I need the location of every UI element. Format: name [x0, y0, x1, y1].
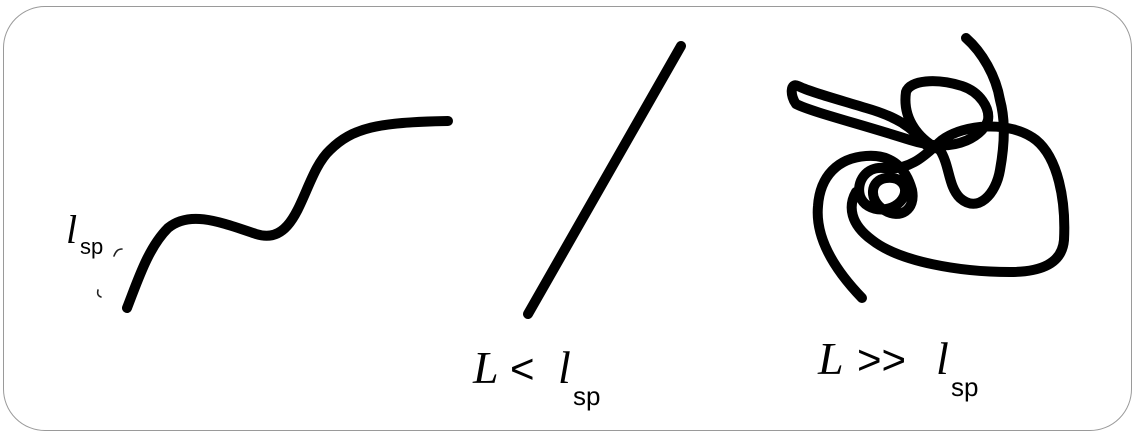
- lsp-subscript: sp: [80, 234, 103, 259]
- left-panel: l sp: [66, 116, 453, 313]
- caption-sp-subscript: sp: [951, 372, 978, 402]
- bracket-mark-bottom: [96, 289, 102, 298]
- caption-L: L: [817, 333, 844, 384]
- caption-sp-subscript: sp: [573, 381, 600, 411]
- lsp-symbol: l: [66, 207, 77, 252]
- bracket-mark-top: [113, 248, 123, 257]
- caption-l-symbol: l: [558, 342, 571, 393]
- caption-l-symbol: l: [936, 333, 949, 384]
- semiflexible-chain-curve: [122, 116, 453, 313]
- random-coil-curve: [786, 33, 1070, 303]
- middle-panel: L < l sp: [472, 41, 686, 411]
- caption-L: L: [472, 342, 499, 393]
- caption-less-than: <: [510, 345, 535, 392]
- right-panel: L >> l sp: [786, 33, 1070, 402]
- caption-much-greater: >>: [857, 336, 906, 383]
- rigid-rod-line: [523, 41, 686, 319]
